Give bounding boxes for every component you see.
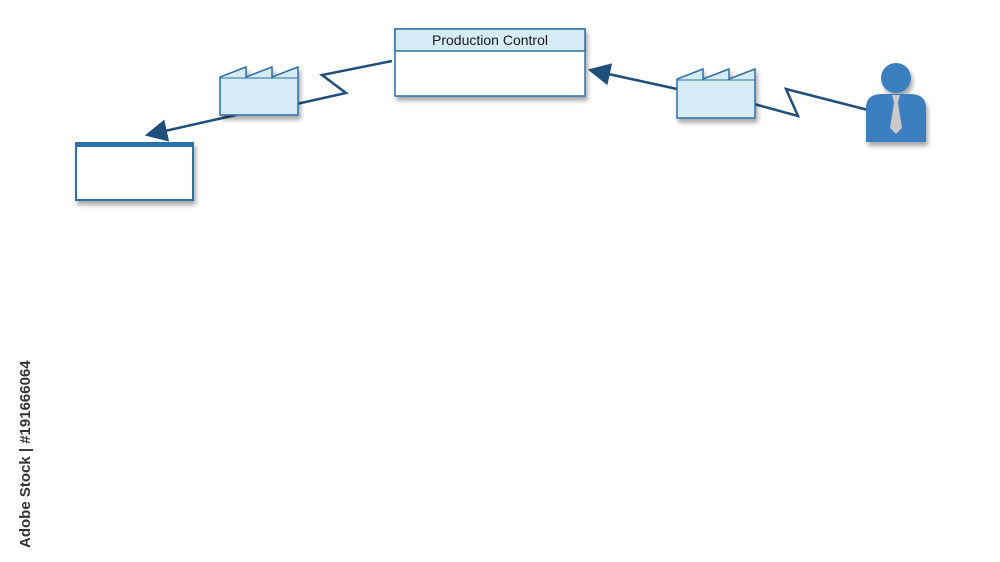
stock-id-watermark: Adobe Stock | #191666064 (6, 312, 38, 552)
stock-id-text: Adobe Stock | #191666064 (17, 360, 34, 548)
info-arrow-to-left-box (144, 113, 237, 142)
factory-icon-right (676, 67, 756, 119)
electronic-info-line-right (753, 87, 869, 118)
factory-icon-left (219, 65, 299, 116)
production-control-box (394, 28, 586, 97)
electronic-info-line-left (291, 59, 393, 107)
person-icon (866, 63, 926, 142)
production-control-title: Production Control (432, 32, 548, 48)
info-arrow-to-production-control (587, 63, 678, 91)
process-box-left (75, 142, 194, 201)
